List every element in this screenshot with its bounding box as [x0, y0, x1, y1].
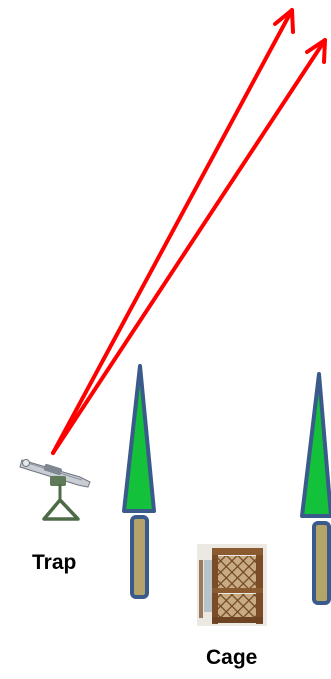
cage-label: Cage — [206, 646, 257, 670]
trajectory-arrow-left — [53, 10, 293, 453]
trajectory-arrows — [53, 10, 325, 453]
cage-icon — [197, 544, 267, 626]
marker-pole-right — [302, 374, 331, 603]
trap-label: Trap — [32, 551, 76, 575]
marker-pole-left — [124, 366, 154, 597]
trajectory-arrow-right — [53, 40, 325, 453]
clay-pigeon-thrower-icon — [20, 460, 90, 520]
